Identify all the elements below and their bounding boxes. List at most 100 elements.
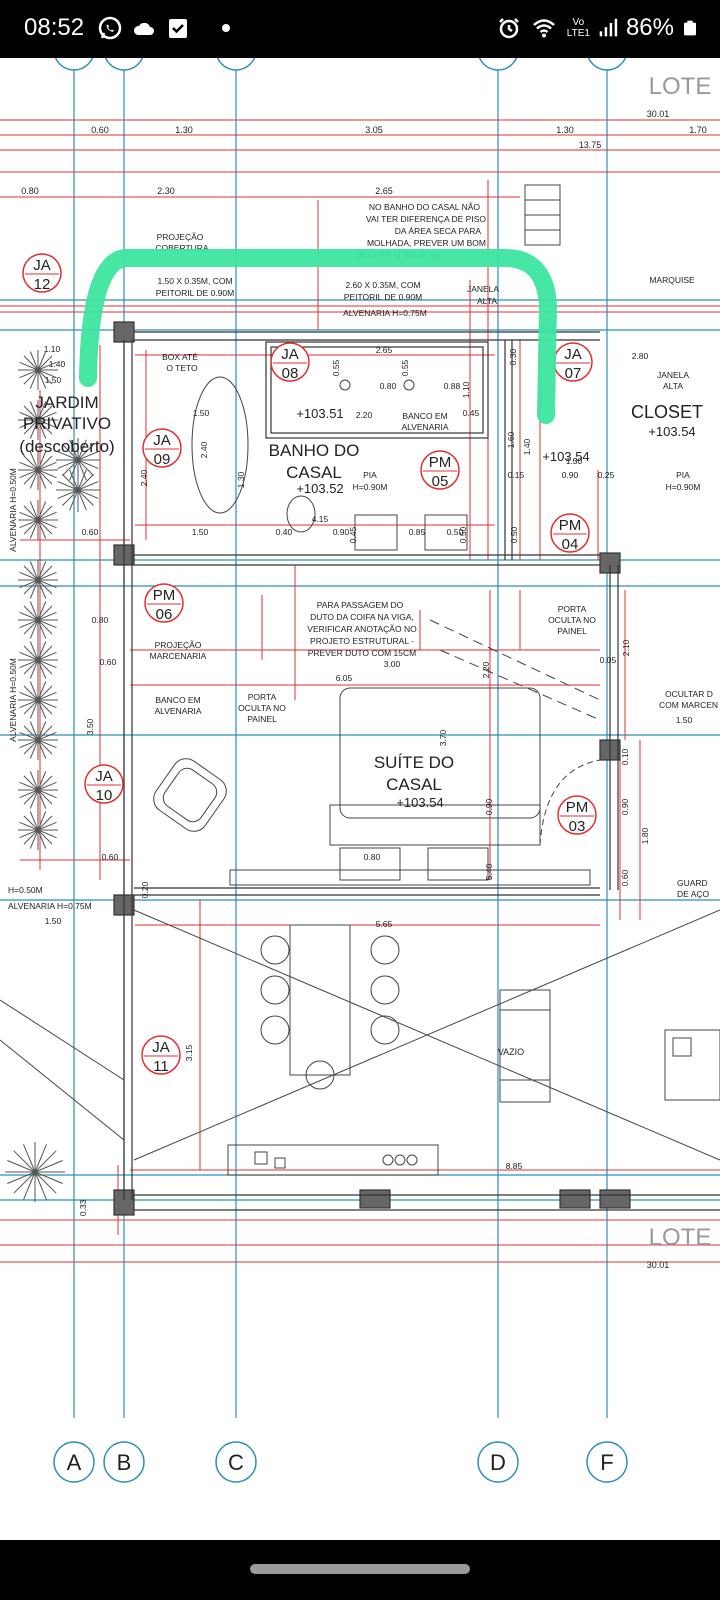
svg-text:BANHO DO: BANHO DO <box>269 441 360 460</box>
svg-text:PROJEÇÃO: PROJEÇÃO <box>157 232 204 242</box>
tag-pm03-number: 03 <box>569 818 586 835</box>
svg-text:ALVENARIA: ALVENARIA <box>401 422 448 432</box>
dimension-value: 0.90 <box>620 798 630 815</box>
svg-text:2.60 X 0.35M, COM: 2.60 X 0.35M, COM <box>345 280 420 290</box>
svg-text:H=0.90M: H=0.90M <box>666 482 701 492</box>
battery-percent: 86% <box>625 14 674 41</box>
dimension-value: 1.40 <box>49 359 66 369</box>
dimension-value: 6.05 <box>336 673 353 683</box>
svg-text:PAINEL: PAINEL <box>557 626 587 636</box>
svg-text:0.80: 0.80 <box>21 186 39 196</box>
palm-plant-icon <box>18 770 58 810</box>
dimension-value: 0.60 <box>102 852 119 862</box>
whatsapp-icon <box>98 16 122 40</box>
dimension-value: 0.80 <box>380 381 397 391</box>
jardim-title: JARDIM PRIVATIVO (descoberto) <box>19 393 114 456</box>
dimension-value: 0.55 <box>331 359 341 376</box>
svg-text:CASAL: CASAL <box>386 775 442 794</box>
svg-text:ALTA: ALTA <box>477 296 497 306</box>
svg-text:DUTO DA COIFA NA VIGA,: DUTO DA COIFA NA VIGA, <box>310 612 414 622</box>
svg-text:PARA PASSAGEM DO: PARA PASSAGEM DO <box>317 600 404 610</box>
dimension-value: 2.40 <box>199 441 209 458</box>
svg-text:PREVER DUTO COM 15CM: PREVER DUTO COM 15CM <box>308 648 416 658</box>
svg-text:O TETO: O TETO <box>166 363 198 373</box>
bed-shape <box>339 687 541 819</box>
palm-plant-icon <box>18 720 58 760</box>
dimension-value: 3.15 <box>184 1044 194 1061</box>
floor-plan-drawing[interactable]: A B C D F LOTE LOTE 0.60 1.30 3.05 1.30 … <box>0 58 720 1540</box>
axis-label-a: A <box>67 1450 82 1475</box>
tag-ja09-number: 09 <box>154 451 171 468</box>
svg-text:1.50 X 0.35M, COM: 1.50 X 0.35M, COM <box>157 276 232 286</box>
notification-icons <box>98 16 238 40</box>
svg-text:COM MARCEN: COM MARCEN <box>659 700 718 710</box>
palm-plant-icon <box>18 350 58 390</box>
dimension-value: 2.10 <box>621 639 631 656</box>
dimension-value: 0.80 <box>364 852 381 862</box>
grid-lines <box>0 58 720 1418</box>
svg-text:13.75: 13.75 <box>579 140 602 150</box>
svg-text:30.01: 30.01 <box>647 1260 670 1270</box>
dimension-value: 0.60 <box>82 527 99 537</box>
svg-text:PAINEL: PAINEL <box>247 714 277 724</box>
tag-ja10-number: 10 <box>96 787 113 804</box>
svg-text:ALVENARIA H=0.50M: ALVENARIA H=0.50M <box>8 468 18 552</box>
svg-text:1.30: 1.30 <box>175 125 193 135</box>
system-icons: Vo LTE1 86% <box>497 14 698 42</box>
svg-text:BANCO EM: BANCO EM <box>402 411 447 421</box>
lote-label-bottom: LOTE <box>649 1224 712 1251</box>
dimension-value: 0.90 <box>333 527 350 537</box>
svg-text:+103.51: +103.51 <box>296 406 343 421</box>
tag-ja10-type: JA <box>95 768 113 785</box>
svg-text:GUARD: GUARD <box>677 878 708 888</box>
dimension-value: 1.10 <box>461 381 471 398</box>
axis-label-c: C <box>228 1450 244 1475</box>
axis-marker-d: D <box>477 1441 519 1483</box>
svg-text:1.30: 1.30 <box>556 125 574 135</box>
svg-text:ALVENARIA: ALVENARIA <box>154 706 201 716</box>
axis-marker-b: B <box>103 1441 145 1483</box>
dimension-value: 0.50 <box>458 526 468 543</box>
svg-text:JARDIM: JARDIM <box>35 393 98 412</box>
tag-ja08-type: JA <box>281 346 299 363</box>
dimension-value: 0.88 <box>444 381 461 391</box>
svg-text:DA ÁREA SECA PARA: DA ÁREA SECA PARA <box>395 226 482 236</box>
walls <box>113 321 720 1216</box>
svg-text:DE AÇO: DE AÇO <box>677 889 710 899</box>
tag-ja09: JA 09 <box>142 428 182 468</box>
dimension-value: 0.90 <box>484 798 494 815</box>
fixtures <box>0 184 720 1176</box>
home-gesture-handle[interactable] <box>250 1564 470 1574</box>
svg-text:JANELA: JANELA <box>657 370 689 380</box>
armchair-shape <box>153 758 227 832</box>
volte-indicator: Vo LTE1 <box>567 17 590 39</box>
svg-text:VAI TER DIFERENÇA DE PISO: VAI TER DIFERENÇA DE PISO <box>366 214 487 224</box>
axis-marker-a: A <box>53 1441 95 1483</box>
dimension-value: 1.50 <box>192 527 209 537</box>
tag-ja07-type: JA <box>564 346 582 363</box>
palm-plant-icon <box>18 560 58 600</box>
svg-text:2.80: 2.80 <box>632 351 649 361</box>
svg-text:H=0.90M: H=0.90M <box>353 482 388 492</box>
dimension-value: 0.15 <box>508 470 525 480</box>
svg-text:(descoberto): (descoberto) <box>19 437 114 456</box>
lte-label: LTE1 <box>566 28 590 39</box>
svg-text:0.60: 0.60 <box>91 125 109 135</box>
dimension-value: 0.50 <box>447 527 464 537</box>
palm-plant-icon <box>56 438 100 482</box>
svg-text:3.05: 3.05 <box>365 125 383 135</box>
svg-text:ALVENARIA H=0.50M: ALVENARIA H=0.50M <box>8 658 18 742</box>
svg-text:CASAL: CASAL <box>286 463 342 482</box>
garden-plants <box>5 350 100 1202</box>
tag-ja09-type: JA <box>153 432 171 449</box>
axis-marker-c: C <box>215 1441 257 1483</box>
dimension-value: 1.80 <box>640 827 650 844</box>
palm-plant-icon <box>18 680 58 720</box>
svg-text:2.65: 2.65 <box>376 345 393 355</box>
cloud-icon <box>133 22 154 35</box>
svg-text:MARQUISE: MARQUISE <box>649 275 695 285</box>
svg-text:OCULTAR D: OCULTAR D <box>665 689 713 699</box>
dimension-value: 5.40 <box>484 863 494 880</box>
